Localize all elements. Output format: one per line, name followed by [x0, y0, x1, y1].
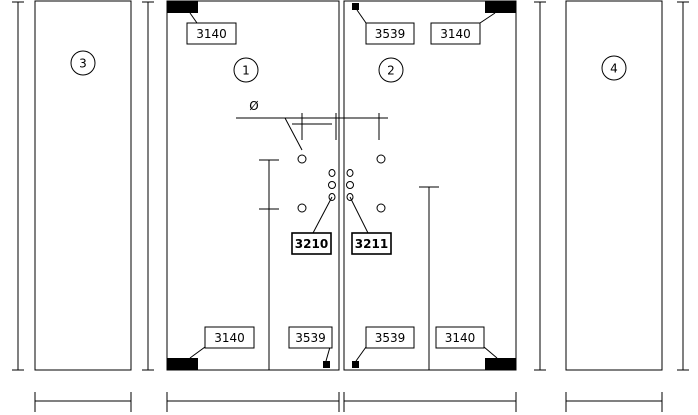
part-label-bottom-left: 3140	[204, 326, 255, 349]
svg-text:3140: 3140	[445, 331, 476, 345]
panel-3: 3	[34, 0, 132, 371]
bottom-pivot-fitting-right	[485, 358, 516, 370]
panel-number-1: 1	[242, 64, 250, 78]
height-dimension-left	[12, 1, 24, 371]
width-dimension-panel-4	[565, 392, 663, 412]
height-dimension-right-inner	[534, 1, 546, 371]
svg-text:3140: 3140	[440, 27, 471, 41]
panel-number-circle	[378, 57, 404, 83]
part-label-bottom-center-left: 3539	[288, 326, 333, 349]
width-dimension-panel-3	[34, 392, 132, 412]
top-bolt-right	[352, 3, 359, 10]
height-dimension-right-outer	[677, 1, 689, 371]
part-label-bottom-center-right: 3539	[365, 326, 415, 349]
door-leaf-1: 1	[166, 0, 340, 371]
height-dimension-doors	[142, 1, 154, 371]
diameter-callout: Ø	[249, 99, 303, 151]
panel-4: 4	[565, 0, 663, 371]
drilled-holes	[297, 154, 386, 213]
handle-height-dimension-left	[259, 159, 279, 370]
panel-number-circle	[601, 55, 627, 81]
diameter-symbol: Ø	[249, 99, 258, 113]
handle-height-dimension-right	[419, 186, 439, 370]
svg-text:3210: 3210	[295, 237, 328, 251]
handle-leaders	[312, 196, 369, 234]
svg-text:3140: 3140	[214, 331, 245, 345]
part-label-top-center: 3539	[365, 22, 415, 45]
svg-text:3539: 3539	[375, 27, 406, 41]
svg-text:3211: 3211	[355, 237, 388, 251]
panel-number-3: 3	[79, 57, 87, 71]
part-label-top-left: 3140	[186, 22, 237, 45]
width-dimension-doors	[166, 392, 517, 412]
bottom-bolt-left	[323, 361, 330, 368]
part-label-handle-left: 3210	[291, 232, 332, 255]
part-label-top-right: 3140	[430, 22, 481, 45]
fitting-leaders	[189, 9, 498, 362]
bottom-bolt-right	[352, 361, 359, 368]
fittings	[167, 1, 516, 370]
top-pivot-fitting-right	[485, 1, 516, 13]
door-leaf-2: 2	[343, 0, 517, 371]
panel-number-circle	[70, 50, 96, 76]
panel-number-circle	[233, 57, 259, 83]
svg-text:3140: 3140	[196, 27, 227, 41]
panel-number-2: 2	[387, 64, 395, 78]
panel-number-4: 4	[610, 62, 618, 76]
bottom-pivot-fitting-left	[167, 358, 198, 370]
top-pivot-fitting-left	[167, 1, 198, 13]
part-label-handle-right: 3211	[351, 232, 392, 255]
hole-spacing-dimensions	[236, 113, 388, 140]
part-label-bottom-right: 3140	[435, 326, 485, 349]
svg-text:3539: 3539	[375, 331, 406, 345]
svg-text:3539: 3539	[295, 331, 326, 345]
